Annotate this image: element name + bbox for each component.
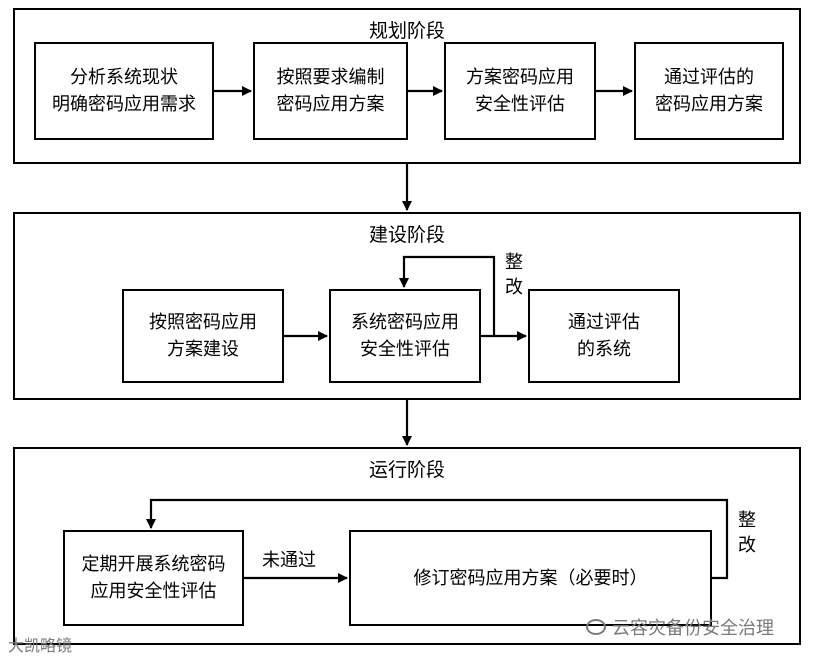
wechat-icon xyxy=(586,619,606,635)
box-text-line1: 分析系统现状 xyxy=(70,67,178,88)
compile-plan-box: 按照要求编制密码应用方案 xyxy=(253,42,408,140)
approved-system-box: 通过评估的系统 xyxy=(528,289,680,383)
revise-plan-box: 修订密码应用方案（必要时） xyxy=(349,530,712,626)
left-watermark: 大凯略镜 xyxy=(8,632,72,656)
box-text-line2: 密码应用方案 xyxy=(276,94,385,115)
right-watermark: 云容灾备份安全治理 xyxy=(586,614,774,640)
box-text-line2: 密码应用方案 xyxy=(655,94,763,115)
right-watermark-text: 云容灾备份安全治理 xyxy=(612,618,774,639)
system-assessment-box: 系统密码应用安全性评估 xyxy=(329,289,481,383)
left-watermark-text: 大凯略镜 xyxy=(8,636,73,655)
box-text-line2: 明确密码应用需求 xyxy=(52,94,196,115)
rectify-char-1: 整 xyxy=(505,252,523,273)
box-text-line1: 定期开展系统密码 xyxy=(81,554,226,575)
planning-stage-title: 规划阶段 xyxy=(368,20,445,42)
construction-stage-title: 建设阶段 xyxy=(368,224,445,246)
approved-plan-box: 通过评估的密码应用方案 xyxy=(634,42,784,140)
box-text-line2: 安全性评估 xyxy=(360,339,450,360)
analyze-requirements-box: 分析系统现状明确密码应用需求 xyxy=(34,42,214,140)
box-text-line1: 通过评估 xyxy=(568,312,640,333)
box-text-line1: 系统密码应用 xyxy=(351,312,459,333)
box-text-line1: 修订密码应用方案（必要时） xyxy=(413,567,648,589)
operation-rectify-label: 整 改 xyxy=(738,508,756,558)
plan-assessment-box: 方案密码应用安全性评估 xyxy=(444,42,596,140)
build-per-plan-box: 按照密码应用方案建设 xyxy=(122,289,284,383)
box-text-line2: 安全性评估 xyxy=(475,94,565,115)
periodic-assessment-box: 定期开展系统密码应用安全性评估 xyxy=(63,530,244,626)
box-text-line1: 方案密码应用 xyxy=(466,67,574,88)
operation-stage-title: 运行阶段 xyxy=(368,459,445,481)
box-text-line2: 应用安全性评估 xyxy=(90,581,217,602)
box-text-line1: 按照要求编制 xyxy=(276,67,385,88)
box-text-line1: 通过评估的 xyxy=(664,67,754,88)
fail-label: 未通过 xyxy=(262,550,316,571)
construction-rectify-label: 整 改 xyxy=(505,250,523,300)
box-text-line2: 的系统 xyxy=(577,339,631,360)
rectify-char-2: 改 xyxy=(738,535,756,557)
rectify-char-1: 整 xyxy=(738,510,756,531)
rectify-char-2: 改 xyxy=(505,277,523,299)
box-text-line1: 按照密码应用 xyxy=(149,312,257,333)
box-text-line2: 方案建设 xyxy=(167,339,239,360)
